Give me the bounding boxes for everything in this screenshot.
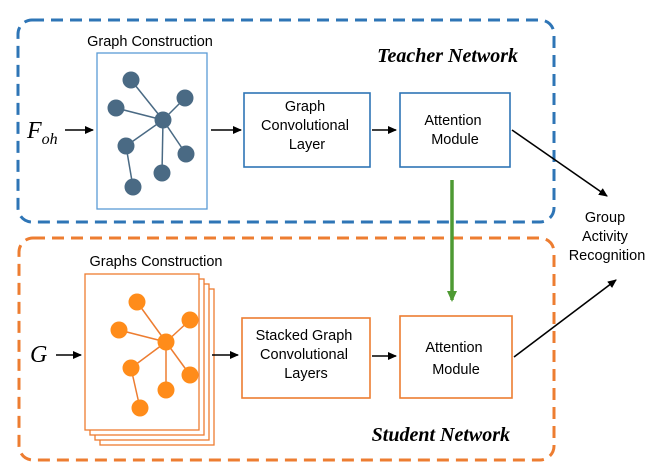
- student-node: [110, 321, 128, 339]
- teacher-network-border: [16, 18, 556, 224]
- teacher-node: [117, 137, 135, 155]
- student-to-output-arrow: [513, 279, 617, 358]
- teacher-node: [107, 99, 125, 117]
- student-node: [157, 333, 175, 351]
- output-label: Group Activity Recognition: [569, 210, 646, 264]
- teacher-network-title: Teacher Network: [377, 45, 518, 67]
- teacher-to-output-arrow: [511, 129, 608, 197]
- teacher-gcl-frame: [243, 92, 371, 168]
- student-node: [131, 399, 149, 417]
- student-gcl-frame: [241, 317, 371, 399]
- teacher-gcl-label: Graph Convolutional Layer: [261, 99, 353, 153]
- teacher-network: Teacher Network Graph Construction: [16, 18, 556, 224]
- student-network-border: [17, 236, 556, 462]
- teacher-node: [124, 178, 142, 196]
- student-network: Student Network Graphs Construction: [17, 236, 556, 462]
- student-graph-caption: Graphs Construction: [90, 254, 223, 270]
- teacher-graph-box: [96, 52, 208, 210]
- student-attention-box: Attention Module: [399, 315, 513, 399]
- student-node: [157, 381, 175, 399]
- student-node: [122, 359, 140, 377]
- teacher-input-label: Foh: [26, 118, 58, 148]
- student-attention-frame: [399, 315, 513, 399]
- teacher-graph-nodes: [107, 71, 195, 196]
- student-attention-label: Attention Module: [425, 340, 486, 378]
- student-graph-nodes: [110, 293, 199, 417]
- student-node: [181, 311, 199, 329]
- teacher-gcl-box: Graph Convolutional Layer: [243, 92, 371, 168]
- teacher-node: [122, 71, 140, 89]
- teacher-attention-frame: [399, 92, 511, 168]
- student-graph-stack: [84, 273, 215, 446]
- student-node: [181, 366, 199, 384]
- student-gcl-label: Stacked Graph Convolutional Layers: [256, 328, 357, 382]
- student-input-label: G: [30, 342, 47, 368]
- student-node: [128, 293, 146, 311]
- teacher-attention-box: Attention Module: [399, 92, 511, 168]
- teacher-node: [176, 89, 194, 107]
- teacher-node: [177, 145, 195, 163]
- student-gcl-box: Stacked Graph Convolutional Layers: [241, 317, 371, 399]
- teacher-node: [153, 164, 171, 182]
- teacher-node: [154, 111, 172, 129]
- teacher-graph-caption: Graph Construction: [87, 34, 213, 50]
- teacher-attention-label: Attention Module: [424, 113, 485, 148]
- teacher-graph-frame: [96, 52, 208, 210]
- student-network-title: Student Network: [372, 424, 510, 446]
